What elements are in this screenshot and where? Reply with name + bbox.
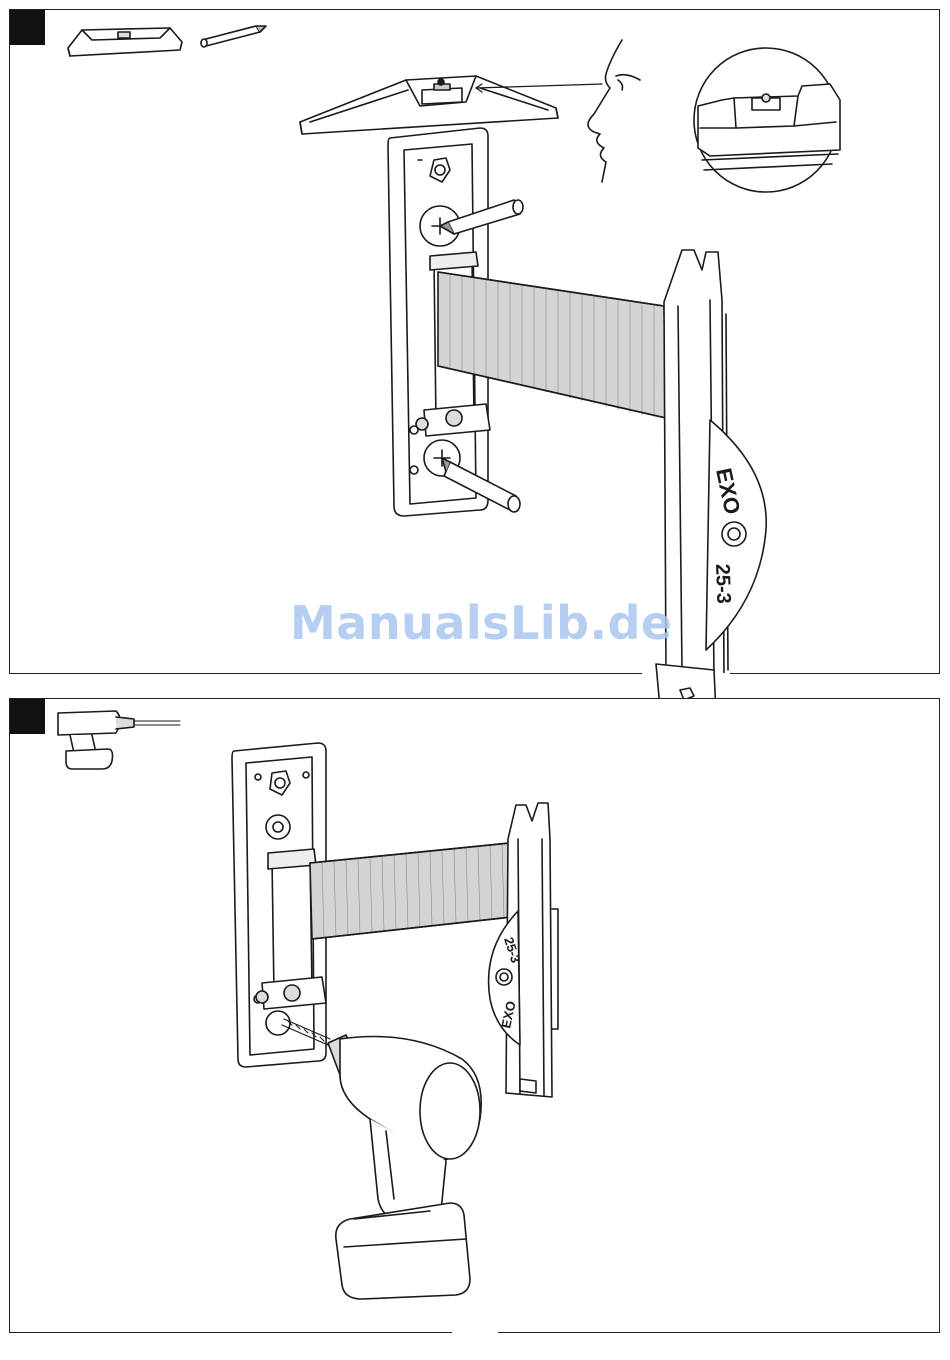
tv-bracket — [664, 250, 766, 675]
step-1-illustration: EXO 25-3 — [10, 10, 941, 675]
step-2-illustration: 25-3 EXO — [10, 699, 941, 1334]
bracket-model-label: 25-3 — [711, 563, 734, 604]
panel-gap-2 — [452, 1332, 498, 1336]
level-detail-circle — [694, 48, 840, 192]
spirit-level-icon — [68, 28, 182, 56]
step-2-panel: 25-3 EXO — [9, 698, 940, 1333]
spirit-level — [300, 76, 558, 134]
swing-arm-2 — [310, 843, 512, 939]
pencil-icon — [201, 26, 266, 47]
face-profile — [588, 40, 640, 182]
drill — [328, 1035, 481, 1299]
drill-icon — [58, 711, 180, 769]
step-1-panel: EXO 25-3 — [9, 9, 940, 674]
